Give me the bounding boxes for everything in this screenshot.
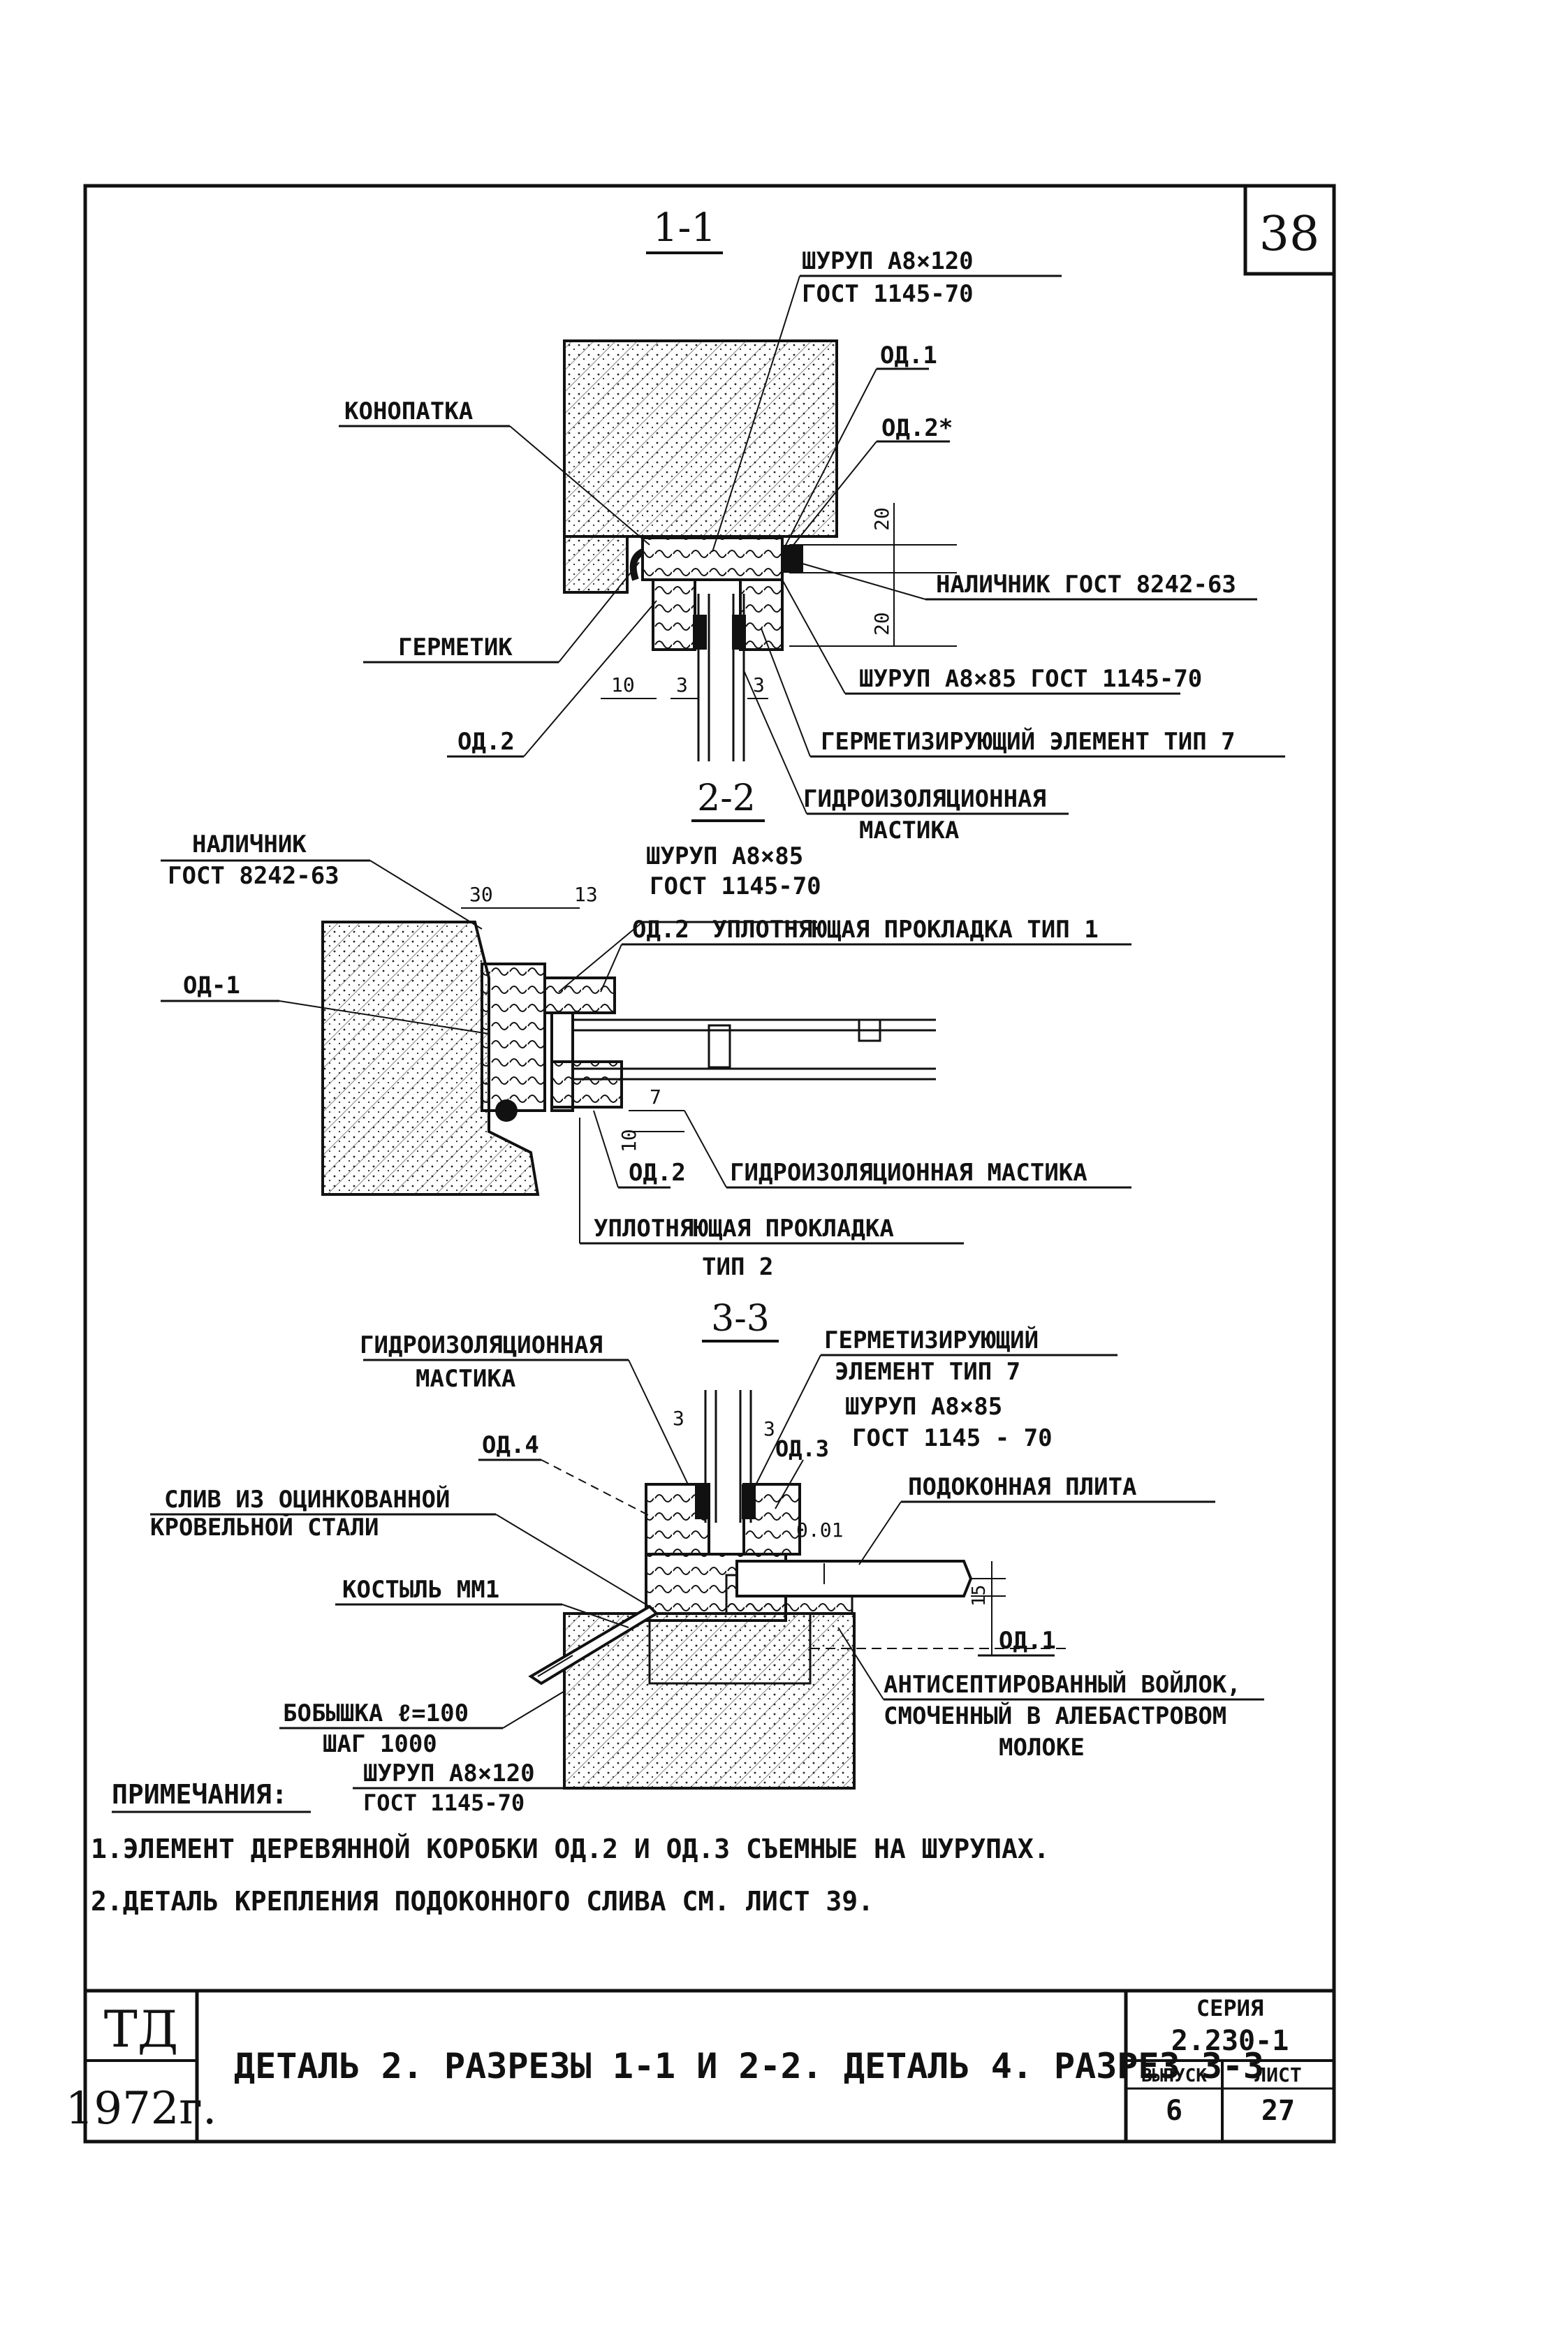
s3-od1: ОД.1 — [999, 1627, 1056, 1655]
s3-sliv-2: КРОВЕЛЬНОЙ СТАЛИ — [150, 1513, 379, 1542]
s1-od2star: ОД.2* — [881, 414, 953, 442]
s2-nalichnik-2: ГОСТ 8242-63 — [168, 862, 339, 890]
s2-mastic: ГИДРОИЗОЛЯЦИОННАЯ МАСТИКА — [730, 1159, 1087, 1187]
note-1: 1.ЭЛЕМЕНТ ДЕРЕВЯННОЙ КОРОБКИ ОД.2 И ОД.3… — [91, 1834, 1050, 1864]
sheet-value: 27 — [1261, 2095, 1295, 2127]
wall-concrete-3 — [563, 1612, 856, 1790]
s3-podok: ПОДОКОННАЯ ПЛИТА — [908, 1473, 1137, 1501]
s3-vojlok-2: СМОЧЕННЫЙ В АЛЕБАСТРОВОМ — [884, 1702, 1226, 1730]
s3-od3: ОД.3 — [775, 1435, 829, 1462]
s3-screw120-1: ШУРУП А8×120 — [363, 1760, 535, 1787]
series-value: 2.230-1 — [1171, 2025, 1289, 2057]
frame-wood-od2 — [641, 536, 803, 651]
s2-dim-30: 30 — [469, 883, 493, 906]
s1-mastic-1: ГИДРОИЗОЛЯЦИОННАЯ — [803, 785, 1046, 813]
s3-od4: ОД.4 — [482, 1431, 539, 1459]
s3-vojlok-1: АНТИСЕПТИРОВАННЫЙ ВОЙЛОК, — [884, 1670, 1241, 1699]
note-2: 2.ДЕТАЛЬ КРЕПЛЕНИЯ ПОДОКОННОГО СЛИВА СМ.… — [91, 1886, 874, 1917]
s2-seal1: УПЛОТНЯЮЩАЯ ПРОКЛАДКА ТИП 1 — [712, 916, 1099, 944]
s1-dim-3a: 3 — [676, 673, 688, 696]
s1-screw-mid: ШУРУП А8×85 ГОСТ 1145-70 — [859, 665, 1202, 693]
s3-mastic-2: МАСТИКА — [416, 1365, 515, 1393]
s3-sliv-1: СЛИВ ИЗ ОЦИНКОВАННОЙ — [164, 1485, 450, 1514]
s2-dim-7: 7 — [650, 1085, 661, 1109]
s1-screw-top: ШУРУП А8×120 — [802, 247, 974, 275]
s1-germetik: ГЕРМЕТИК — [398, 634, 513, 661]
org-code: ТД — [104, 2000, 179, 2058]
s2-dim-10: 10 — [617, 1129, 640, 1153]
s1-dim-10: 10 — [611, 673, 635, 696]
section-1-title: 1-1 — [653, 205, 716, 251]
s3-dim-001: 0.01 — [796, 1519, 843, 1542]
s1-od2: ОД.2 — [457, 728, 515, 756]
s3-vojlok-3: МОЛОКЕ — [999, 1734, 1085, 1762]
section-1-1: 1-1 — [339, 205, 1285, 844]
s2-nalichnik-1: НАЛИЧНИК — [192, 831, 307, 858]
s1-mastic-2: МАСТИКА — [859, 817, 959, 844]
frame-wood-2 — [481, 963, 623, 1122]
s2-od2-bottom: ОД.2 — [629, 1159, 686, 1187]
section-3-title: 3-3 — [711, 1298, 770, 1340]
s3-germ-1: ГЕРМЕТИЗИРУЮЩИЙ — [824, 1326, 1039, 1354]
s1-dim-20b: 20 — [870, 612, 893, 636]
glass-pane-3 — [695, 1390, 756, 1523]
s3-screw-2: ГОСТ 1145 - 70 — [852, 1424, 1053, 1452]
glass-pane-1 — [693, 594, 746, 761]
s3-bob-1: БОБЫШКА ℓ=100 — [283, 1699, 469, 1727]
s1-nalichnik: НАЛИЧНИК ГОСТ 8242-63 — [936, 571, 1236, 599]
s3-screw120-2: ГОСТ 1145-70 — [363, 1790, 525, 1816]
s1-screw-top-std: ГОСТ 1145-70 — [802, 280, 974, 308]
section-2-2: 2-2 — [161, 777, 1131, 1281]
sash-2 — [573, 1018, 936, 1081]
s2-dim-13: 13 — [574, 883, 598, 906]
sill-board — [735, 1560, 973, 1597]
sheet-frame — [83, 184, 1336, 2144]
issue-value: 6 — [1166, 2095, 1182, 2127]
s3-dim-15: 15 — [969, 1585, 990, 1607]
s2-od2: ОД.2 — [632, 916, 689, 944]
s3-dim-3b: 3 — [763, 1417, 775, 1440]
notes: ПРИМЕЧАНИЯ: 1.ЭЛЕМЕНТ ДЕРЕВЯННОЙ КОРОБКИ… — [91, 1779, 1050, 1917]
title-block: ТД 1972г. ДЕТАЛЬ 2. РАЗРЕЗЫ 1-1 И 2-2. Д… — [66, 1989, 1334, 2142]
s2-screw-2: ГОСТ 1145-70 — [650, 872, 821, 900]
s1-dim-20a: 20 — [870, 507, 893, 531]
section-2-title: 2-2 — [697, 777, 756, 819]
notes-heading: ПРИМЕЧАНИЯ: — [112, 1779, 288, 1810]
s1-germ-element: ГЕРМЕТИЗИРУЮЩИЙ ЭЛЕМЕНТ ТИП 7 — [821, 727, 1236, 756]
s1-dim-3b: 3 — [753, 673, 765, 696]
s2-screw-1: ШУРУП А8×85 — [646, 842, 803, 870]
wall-concrete-1 — [563, 339, 838, 594]
s2-seal2-2: ТИП 2 — [702, 1253, 773, 1281]
s3-bob-2: ШАГ 1000 — [323, 1730, 437, 1758]
s3-screw-1: ШУРУП А8×85 — [845, 1393, 1002, 1421]
s2-seal2-1: УПЛОТНЯЮЩАЯ ПРОКЛАДКА — [594, 1215, 894, 1243]
issue-label: ВЫПУСК — [1141, 2065, 1207, 2086]
s3-germ-2: ЭЛЕМЕНТ ТИП 7 — [835, 1358, 1020, 1386]
series-label: СЕРИЯ — [1196, 1995, 1263, 2021]
s3-dim-3a: 3 — [673, 1407, 684, 1430]
sheet-number: 38 — [1259, 207, 1320, 262]
section-3-3: 3-3 — [150, 1298, 1264, 1816]
s2-od1: ОД-1 — [183, 972, 240, 1000]
s3-mastic-1: ГИДРОИЗОЛЯЦИОННАЯ — [360, 1331, 603, 1359]
drawing-title: ДЕТАЛЬ 2. РАЗРЕЗЫ 1-1 И 2-2. ДЕТАЛЬ 4. Р… — [234, 2046, 1264, 2086]
s1-konopatka: КОНОПАТКА — [344, 397, 473, 425]
sheet-label: ЛИСТ — [1254, 2063, 1301, 2086]
s1-od1: ОД.1 — [880, 342, 937, 370]
sheet-number-box — [1243, 184, 1336, 276]
s3-kost: КОСТЫЛЬ ММ1 — [342, 1576, 499, 1604]
year: 1972г. — [66, 2083, 217, 2135]
